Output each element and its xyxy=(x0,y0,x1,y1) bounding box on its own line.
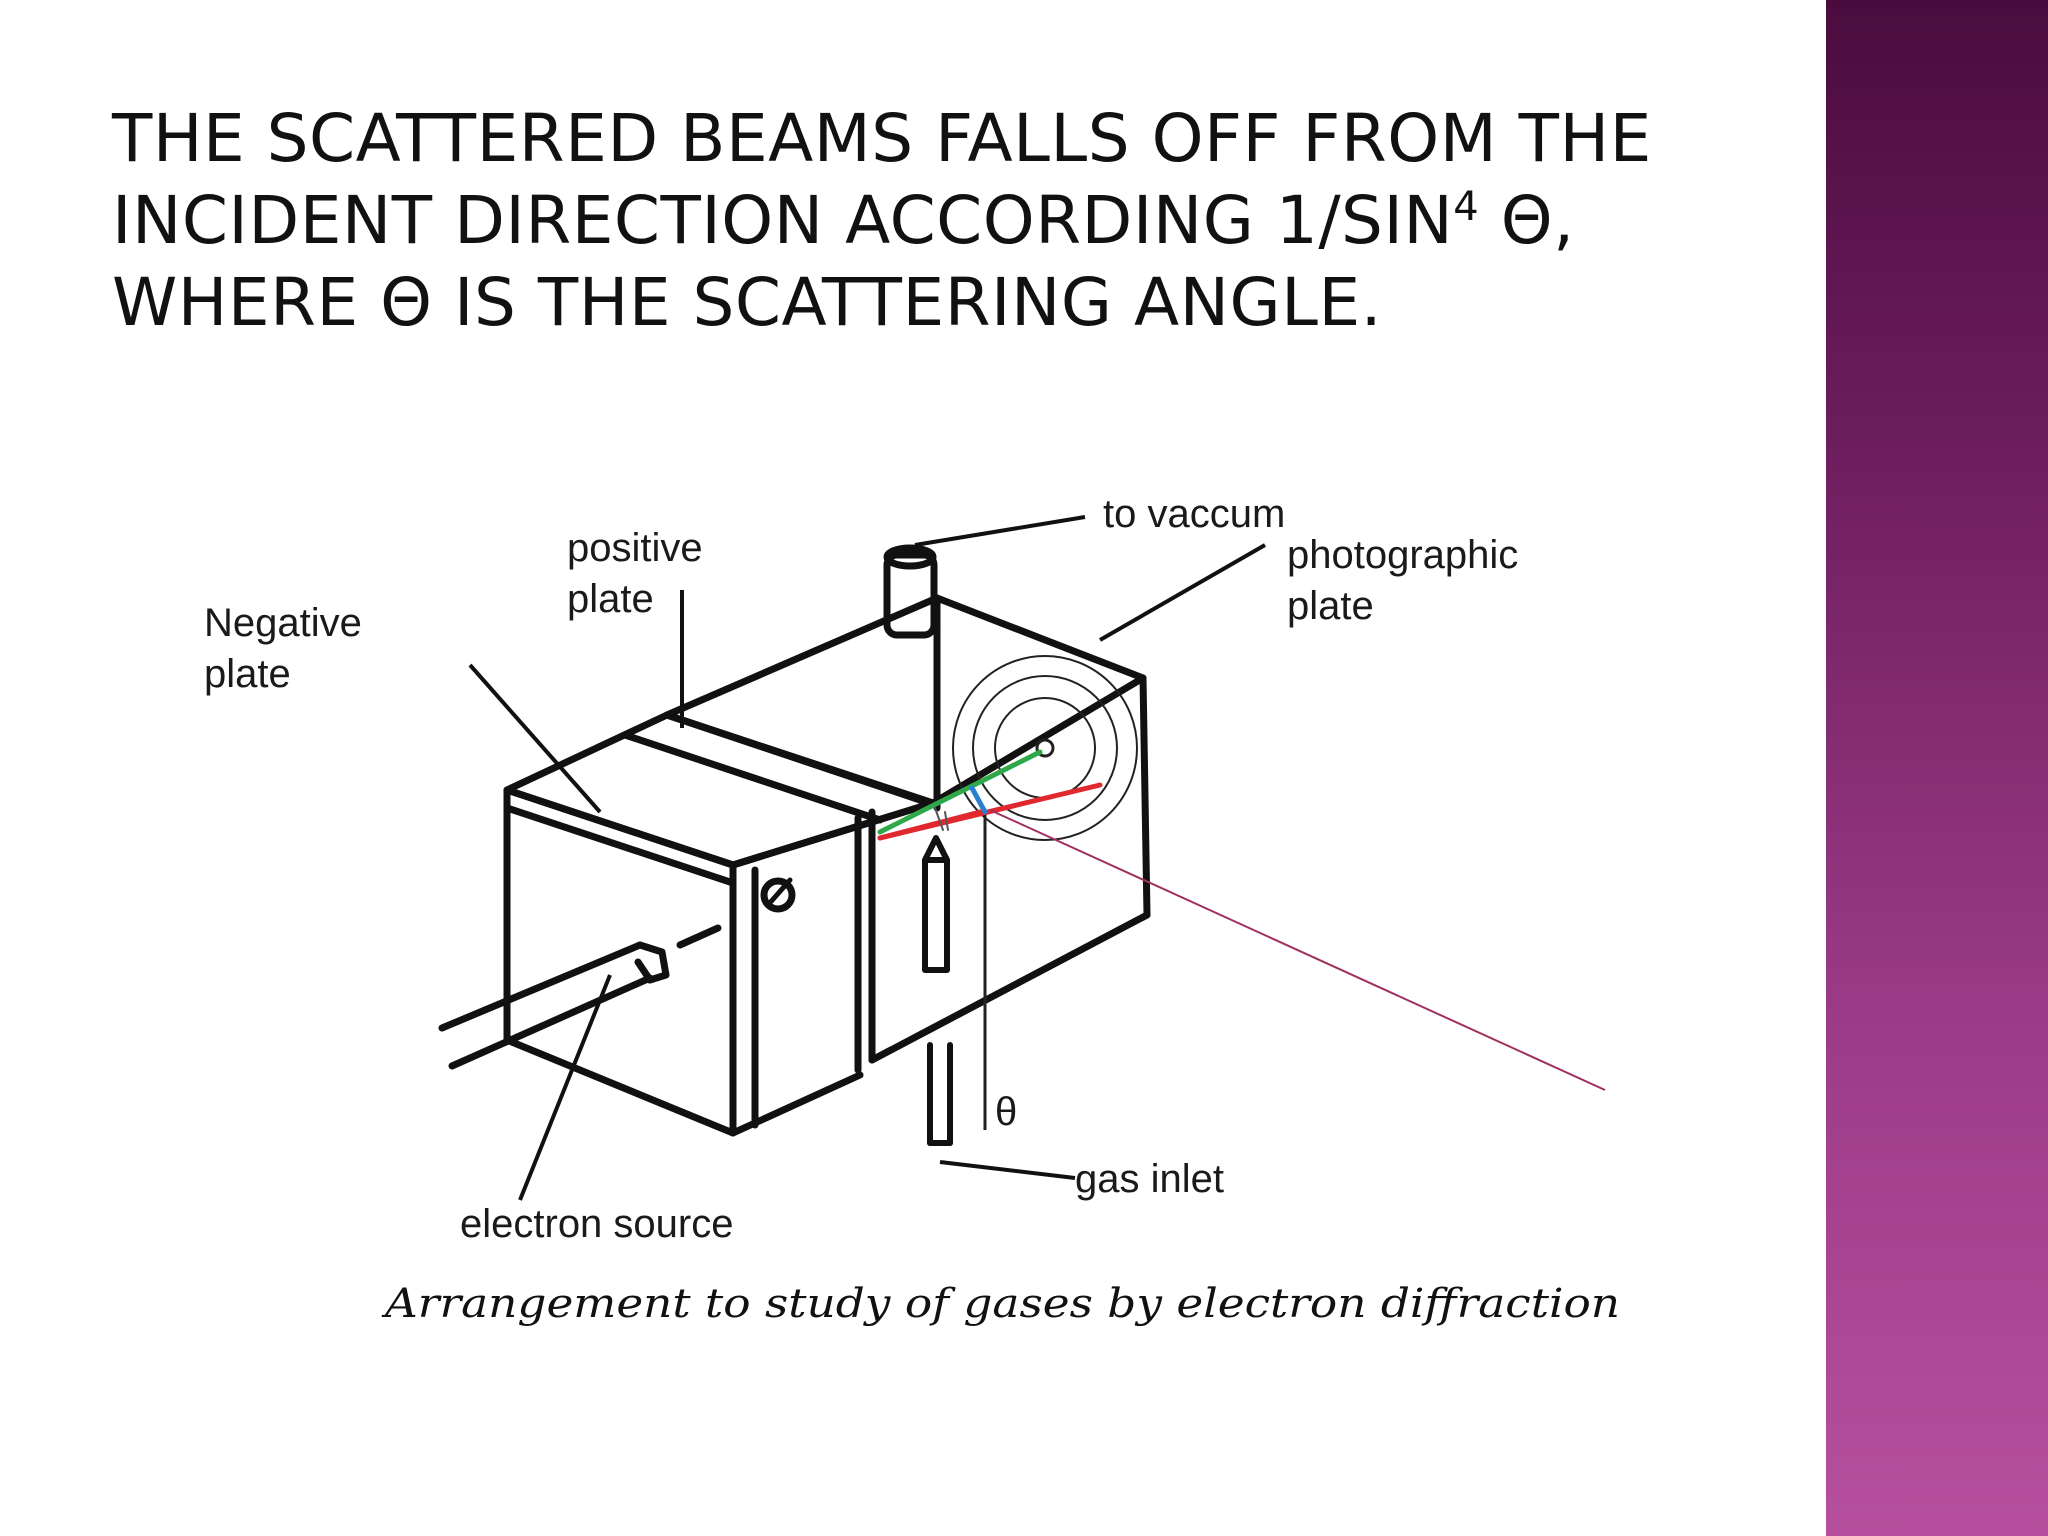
label-gas-inlet: gas inlet xyxy=(1075,1157,1224,1201)
leader-electron-source xyxy=(518,974,612,1201)
label-to-vacuum: to vaccum xyxy=(1103,492,1285,536)
title-text-part2: Θ, WHERE Θ IS THE SCATTERING ANGLE. xyxy=(112,182,1575,341)
label-negative-line1: Negative xyxy=(204,601,362,645)
label-photographic-line2: plate xyxy=(1287,584,1374,628)
slide-title: THE SCATTERED BEAMS FALLS OFF FROM THE I… xyxy=(112,98,1752,344)
chamber-front-face xyxy=(503,786,737,1137)
positive-plate-strip xyxy=(621,731,884,824)
photographic-chamber xyxy=(663,594,1151,1064)
chamber-knob xyxy=(760,877,796,913)
diagram-caption: Arrangement to study of gases by electro… xyxy=(380,1281,1620,1327)
leader-negative-plate xyxy=(468,663,602,814)
label-electron-source: electron source xyxy=(460,1202,733,1246)
title-text-part1: THE SCATTERED BEAMS FALLS OFF FROM THE I… xyxy=(112,100,1652,259)
leader-gas-inlet xyxy=(939,1160,1076,1180)
incident-beam-red xyxy=(877,809,983,841)
chamber-box xyxy=(503,711,937,1137)
label-positive-line1: positive xyxy=(567,526,703,570)
chamber-top-edge-strip xyxy=(503,804,737,887)
electron-source-tube xyxy=(438,924,722,1070)
leader-to-vacuum xyxy=(914,515,1086,547)
title-superscript: 4 xyxy=(1453,184,1480,230)
decorative-side-bar xyxy=(1826,0,2048,1536)
angle-marker-blue xyxy=(969,785,988,815)
label-theta: θ xyxy=(995,1090,1017,1134)
divider-plate xyxy=(854,808,876,1074)
label-negative-line2: plate xyxy=(204,652,291,696)
diffraction-rings xyxy=(952,655,1138,841)
gas-inlet-nozzle xyxy=(922,835,953,1146)
label-photographic-line1: photographic xyxy=(1287,533,1518,577)
leader-photographic-plate xyxy=(1099,543,1266,642)
slide: THE SCATTERED BEAMS FALLS OFF FROM THE I… xyxy=(112,98,1752,344)
theta-pointer-line xyxy=(989,809,1606,1091)
label-positive-line2: plate xyxy=(567,577,654,621)
scattered-beam-green xyxy=(877,749,1043,835)
vacuum-port xyxy=(883,544,938,639)
